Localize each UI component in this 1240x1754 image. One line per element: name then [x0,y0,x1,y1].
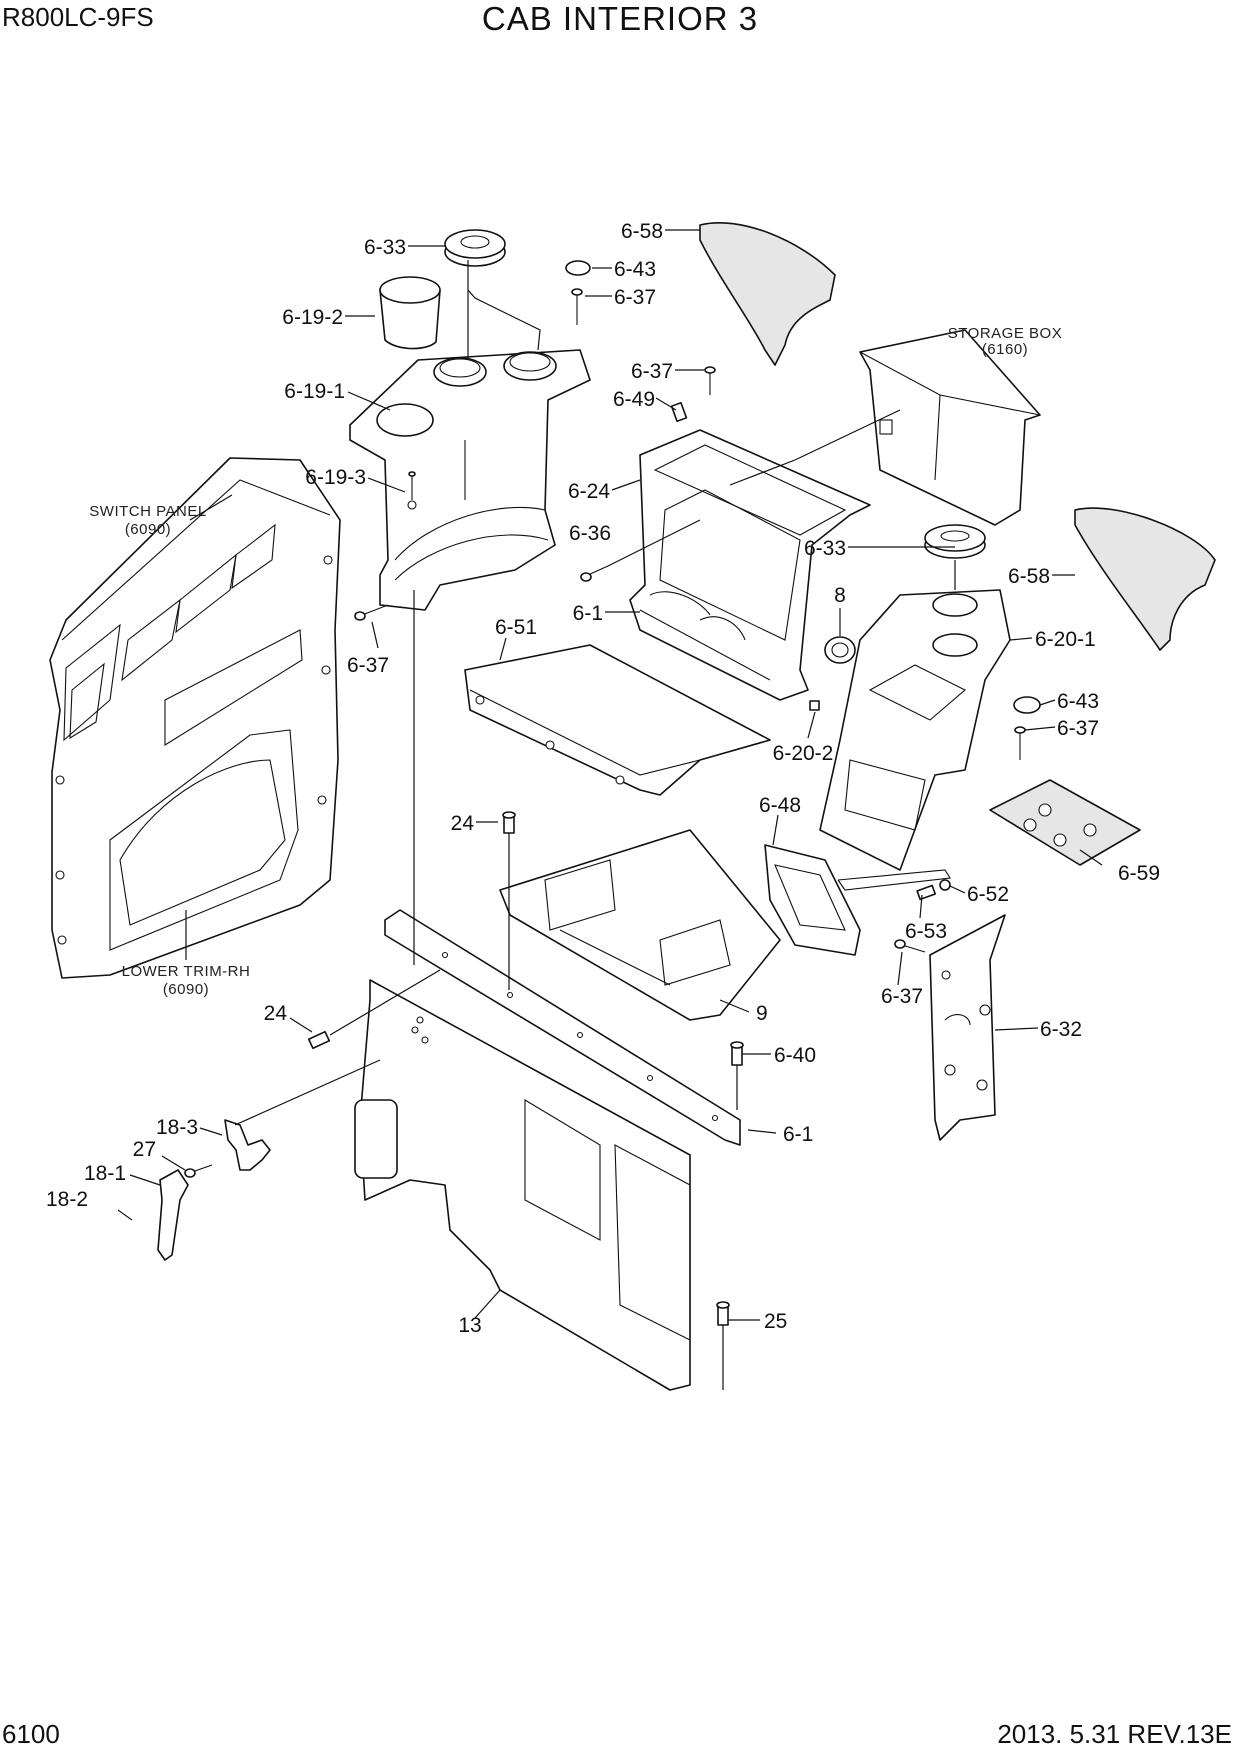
cup-lid-right-part [924,524,986,559]
clip-part [670,401,688,423]
callout-6-43-top: 6-43 [614,258,656,281]
cup-holder-console-part [349,349,591,611]
callout-6-37-lower: 6-37 [881,985,923,1008]
callout-18-3: 18-3 [156,1116,198,1139]
bracket-frame-part [499,829,781,1021]
knob-part [824,636,856,664]
screw-6-37-c [1014,726,1026,760]
bolt-24-left [307,1030,331,1050]
callout-27: 27 [133,1138,156,1161]
pocket-part [764,844,861,956]
page-number: 6100 [2,1719,60,1749]
callout-6-58-top: 6-58 [621,220,663,243]
callout-24-left: 24 [264,1002,288,1025]
screw-27 [184,1164,213,1178]
callout-6-32: 6-32 [1040,1018,1082,1041]
callout-6-59: 6-59 [1118,862,1160,885]
ref-switch-panel-name: SWITCH PANEL [89,503,206,520]
callout-6-19-2: 6-19-2 [282,306,343,329]
callout-6-53: 6-53 [905,920,947,943]
mat-part [989,779,1141,866]
cup-part [379,276,441,350]
bolt-6-40 [730,1041,744,1066]
callout-6-33-right: 6-33 [804,537,846,560]
ref-switch-panel-code: (6090) [125,521,171,538]
screw-6-37-e [894,939,926,953]
revision-date: 2013. 5.31 REV.13E [997,1719,1232,1749]
right-console-part [819,589,1011,871]
callout-8: 8 [834,584,846,607]
screw-6-37-b [704,366,716,395]
callout-18-1: 18-1 [84,1162,126,1185]
callout-6-58-right: 6-58 [1008,565,1050,588]
ref-lower-trim-name: LOWER TRIM-RH [122,963,251,980]
cup-lid-part [444,229,506,267]
bolt-6-53 [916,884,937,901]
console-frame-part [629,429,871,701]
callout-6-36: 6-36 [569,522,611,545]
hook-bracket-part [224,1119,271,1171]
callout-6-24: 6-24 [568,480,610,503]
support-bar-part [384,909,741,1146]
callout-18-2: 18-2 [46,1188,88,1211]
handle-part [157,1169,189,1261]
armrest-pad-top [699,221,836,366]
model-number: R800LC-9FS [2,2,154,32]
callout-6-52: 6-52 [967,883,1009,906]
callout-6-49: 6-49 [613,388,655,411]
pin-part [117,1209,133,1221]
callout-6-1-lower: 6-1 [783,1123,813,1146]
tray-plate-part [464,644,771,796]
screw-6-37-a [571,288,583,325]
callout-6-48: 6-48 [759,794,801,817]
plug-right [1013,696,1041,714]
screw-6-36 [580,565,609,582]
bolt-24-top [502,811,516,834]
callout-6-37-mid: 6-37 [631,360,673,383]
callout-13: 13 [458,1314,481,1337]
callout-6-20-2: 6-20-2 [773,742,834,765]
callout-6-43-right: 6-43 [1057,690,1099,713]
callout-6-1-upper: 6-1 [573,602,603,625]
callout-25: 25 [764,1310,787,1333]
ref-storage-box-code: (6160) [982,341,1028,358]
bolt-25 [716,1301,730,1326]
side-bracket-part [929,914,1006,1141]
back-panel-part [354,979,691,1391]
washer-6-52 [939,879,951,891]
callout-6-37-right: 6-37 [1057,717,1099,740]
callout-6-19-1: 6-19-1 [284,380,345,403]
callout-24-top: 24 [451,812,475,835]
armrest-pad-right [1074,507,1216,651]
callout-6-33-top: 6-33 [364,236,406,259]
ref-storage-box-name: STORAGE BOX [948,325,1062,342]
callout-6-51: 6-51 [495,616,537,639]
screw-6-37-d [354,604,389,621]
callout-6-20-1: 6-20-1 [1035,628,1096,651]
callout-6-19-3: 6-19-3 [305,466,366,489]
callout-6-37-left: 6-37 [347,654,389,677]
plug-top [565,260,591,276]
screw-6-19-3 [408,471,416,500]
storage-box-part [859,329,1041,526]
ref-lower-trim-code: (6090) [163,981,209,998]
callout-6-40: 6-40 [774,1044,816,1067]
page-title: CAB INTERIOR 3 [481,0,759,37]
callout-6-37-top: 6-37 [614,286,656,309]
lower-trim-rh-part [49,457,341,979]
callout-9: 9 [756,1002,768,1025]
nut-part [809,700,820,711]
